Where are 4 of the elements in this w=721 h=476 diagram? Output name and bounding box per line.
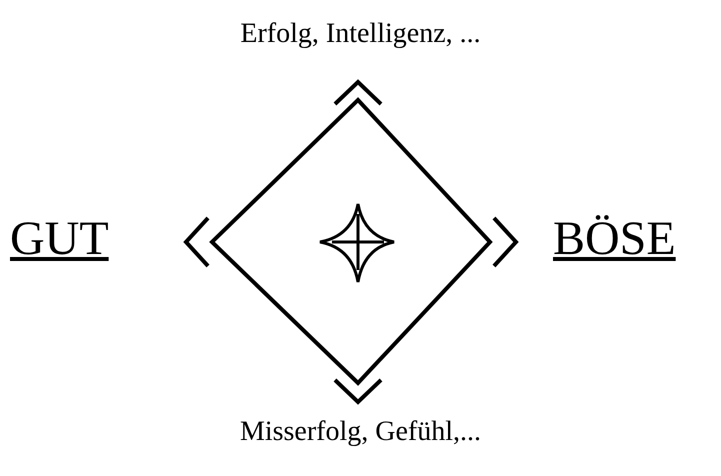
heading-label: BÖSE bbox=[553, 215, 676, 263]
text-label: Misserfolg, Gefühl,... bbox=[238, 418, 482, 446]
heading-label: GUT bbox=[10, 215, 109, 263]
text-label: Erfolg, Intelligenz, ... bbox=[239, 20, 482, 48]
